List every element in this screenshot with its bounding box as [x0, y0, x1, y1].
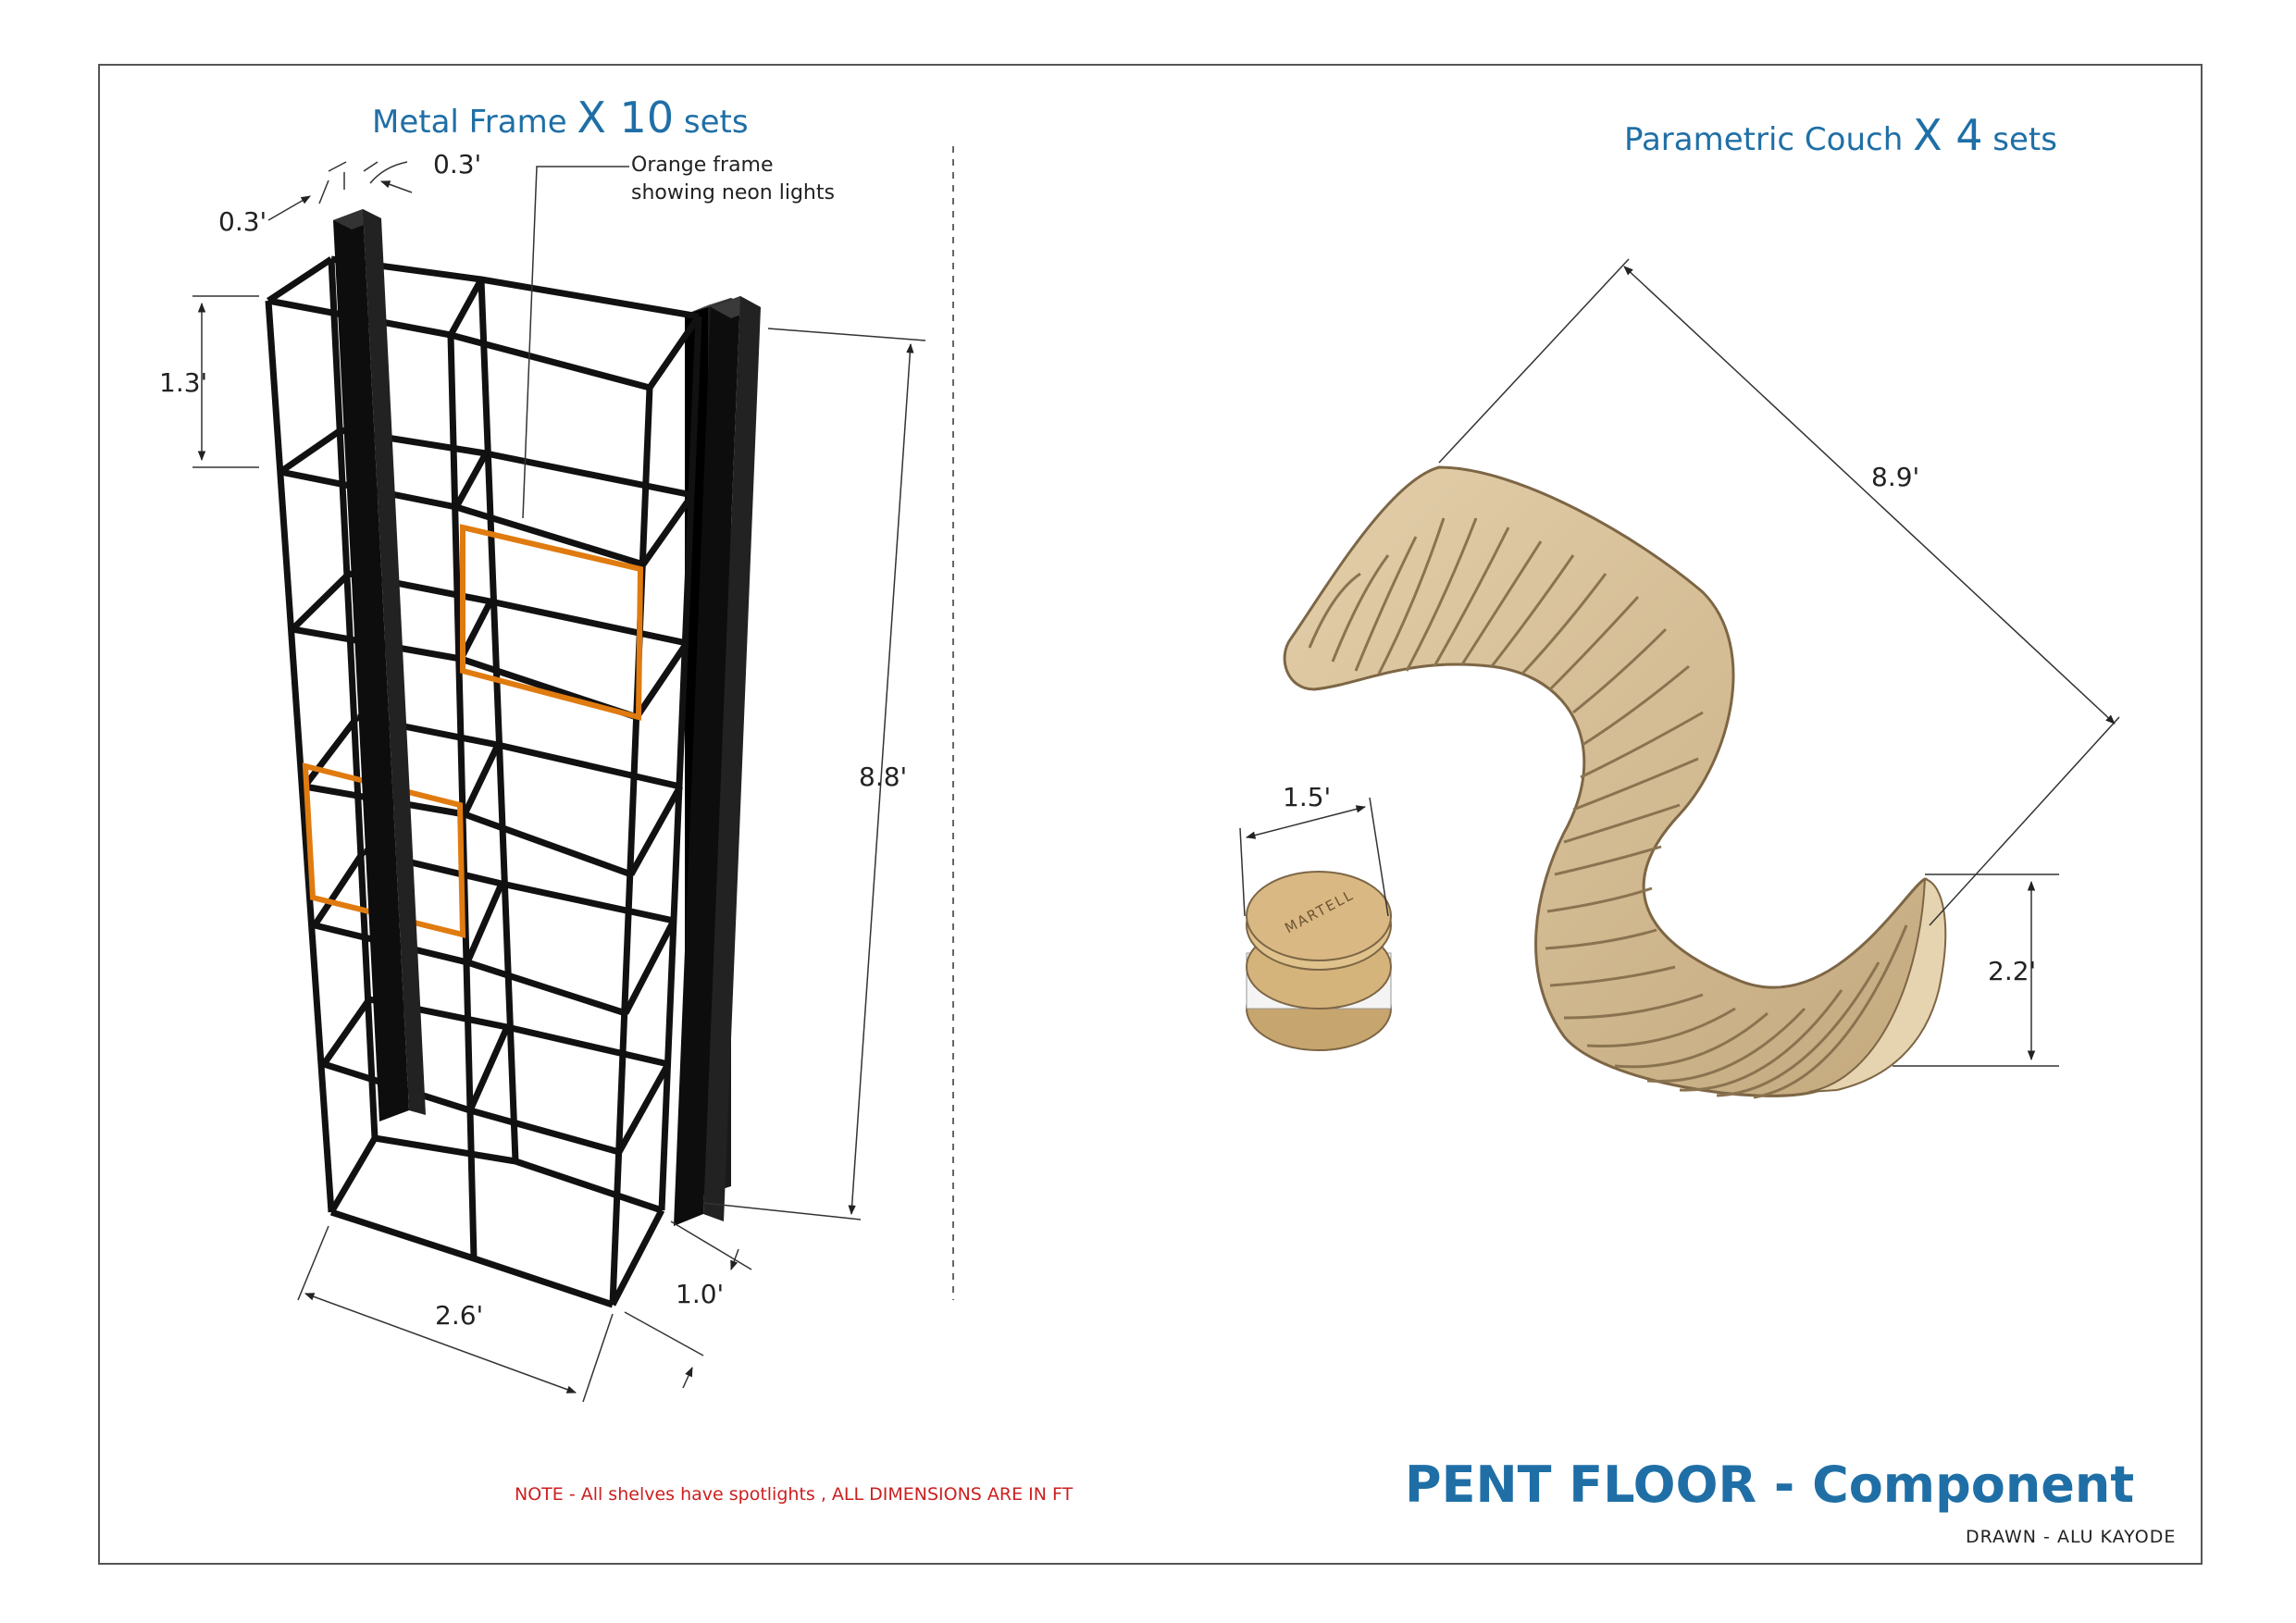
shelf-grid: [265, 255, 702, 1308]
front-left-post: [333, 209, 409, 1121]
sheet-border: [98, 64, 2203, 1565]
stool: [1246, 871, 1392, 1051]
neon-callout: Orange frame showing neon lights: [631, 152, 835, 206]
couch-title-main: Parametric Couch: [1624, 121, 1904, 158]
dim-frame-depth: 1.0': [676, 1279, 725, 1309]
parametric-couch-drawing: [1246, 465, 1947, 1099]
dim-post-depth: 0.3': [218, 206, 267, 237]
dim-frame-width: 2.6': [435, 1300, 484, 1331]
metal-frame-dimensions: [192, 161, 926, 1403]
couch-title: Parametric Couch X 4 sets: [1624, 114, 2057, 156]
couch-dimensions: [1239, 258, 2120, 1067]
dim-stool-diameter: 1.5': [1283, 782, 1332, 812]
couch-title-suffix: sets: [1992, 121, 2057, 158]
sheet-title: PENT FLOOR - Component: [1405, 1456, 2135, 1514]
metal-frame-title-main: Metal Frame: [372, 104, 567, 141]
right-post: [674, 296, 740, 1226]
metal-frame-title-mult: X 10: [577, 93, 675, 142]
metal-frame-title-suffix: sets: [683, 104, 749, 141]
dimension-note: NOTE - All shelves have spotlights , ALL…: [515, 1484, 1074, 1505]
dim-couch-height: 2.2': [1988, 956, 2037, 986]
dim-total-height: 8.8': [859, 762, 908, 792]
couch-end-cap: [1808, 877, 1947, 1093]
dim-shelf-height: 1.3': [159, 367, 208, 398]
metal-frame-title: Metal Frame X 10 sets: [372, 96, 749, 139]
neon-frame-upper: [460, 524, 644, 721]
neon-callout-line-1: Orange frame: [631, 154, 774, 177]
dim-couch-length: 8.9': [1871, 462, 1920, 492]
dim-post-width: 0.3': [433, 149, 482, 180]
neon-callout-line-2: showing neon lights: [631, 180, 835, 204]
drawn-by: DRAWN - ALU KAYODE: [1966, 1527, 2177, 1547]
couch-title-mult: X 4: [1913, 110, 1983, 160]
metal-frame-drawing: [265, 209, 761, 1308]
